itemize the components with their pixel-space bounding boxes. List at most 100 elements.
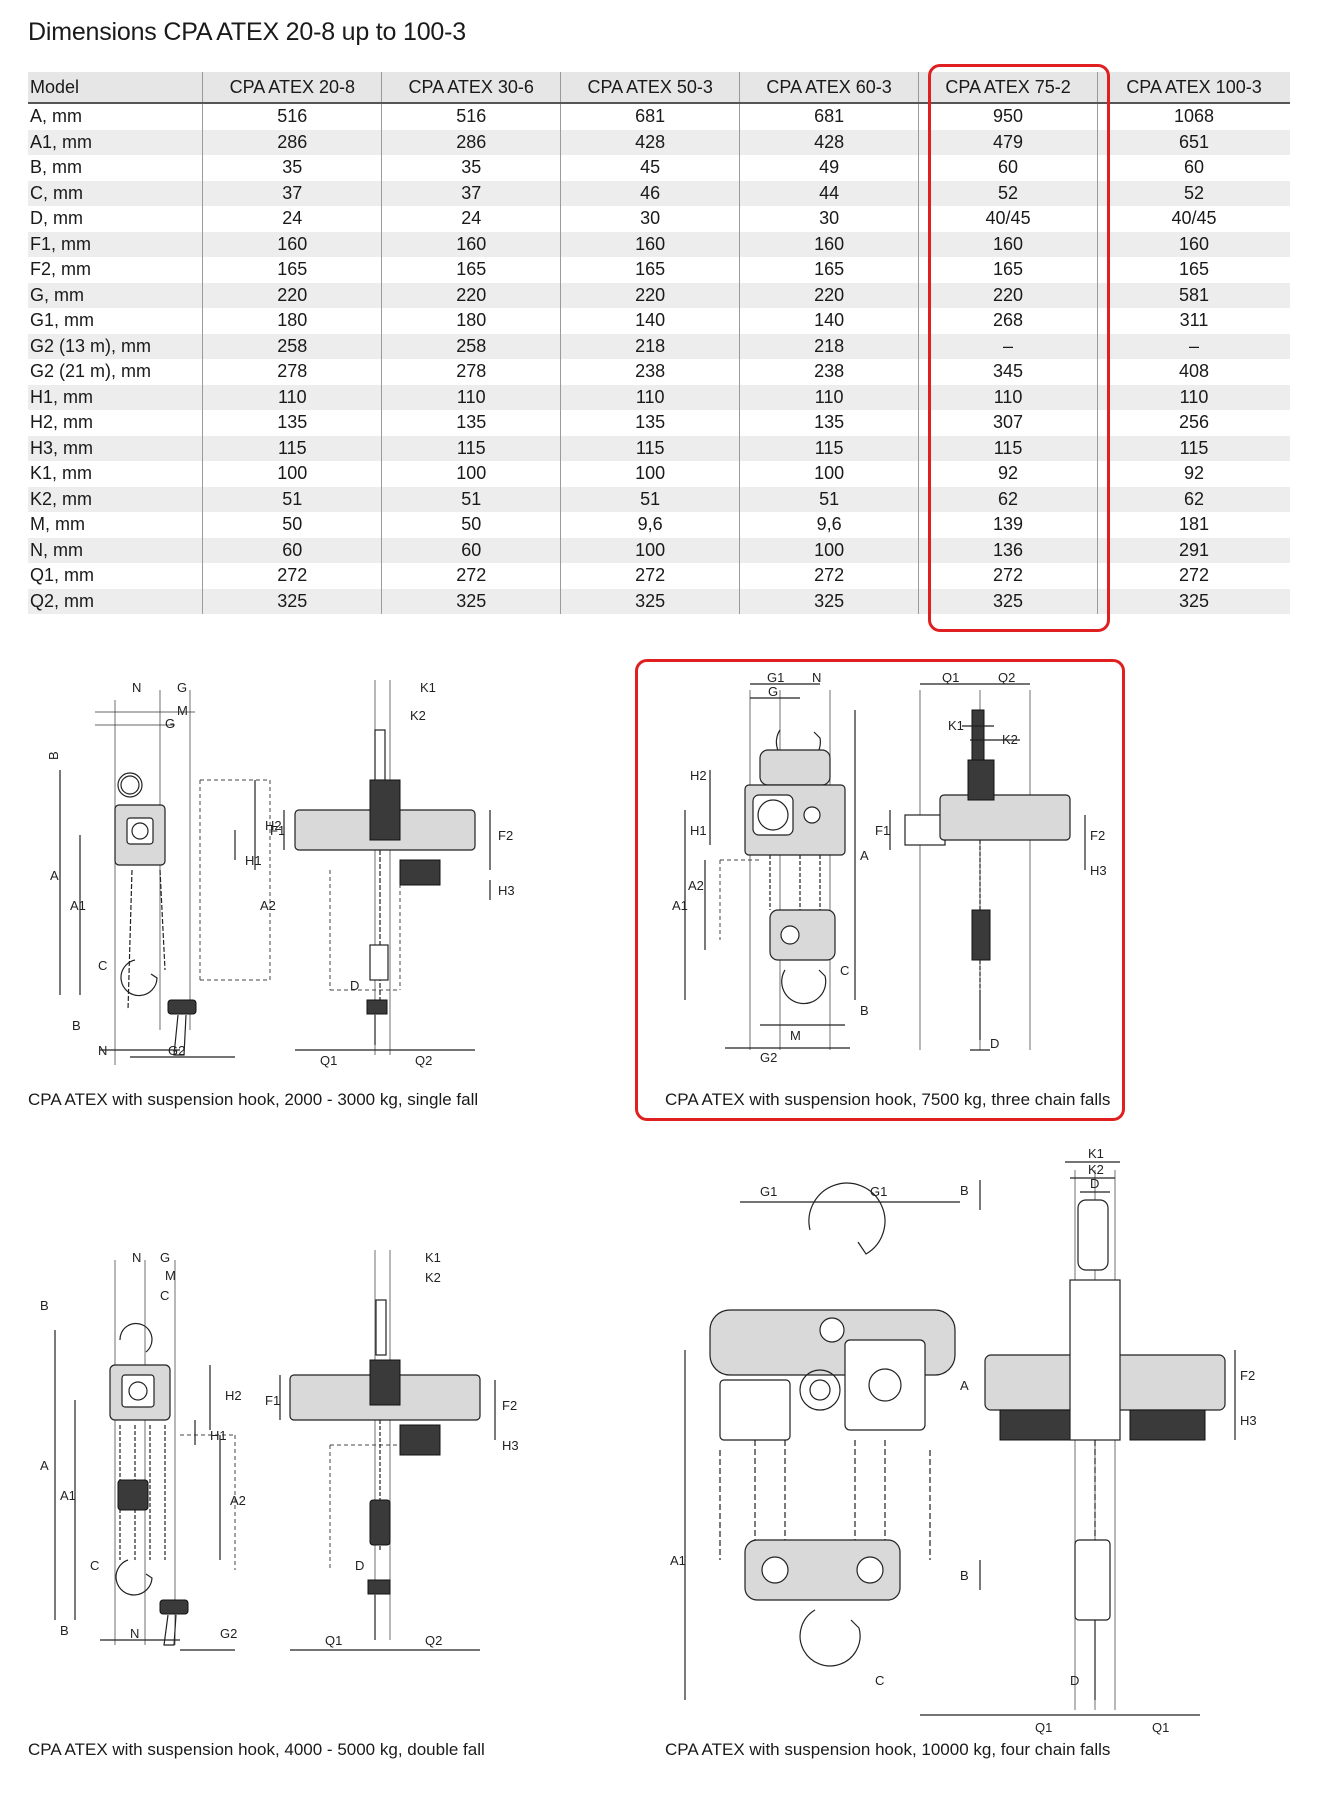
label-A2: A2 [230,1493,246,1508]
label-A1: A1 [70,898,86,913]
row-label: K2, mm [28,486,203,512]
row-label: F1, mm [28,231,203,257]
table-cell: 180 [202,308,382,334]
row-label: H3, mm [28,435,203,461]
table-cell: 291 [1097,537,1290,563]
caption-three-falls: CPA ATEX with suspension hook, 7500 kg, … [665,1090,1111,1109]
label-H3: H3 [498,883,515,898]
table-cell: 681 [739,103,919,130]
column-header: CPA ATEX 30-6 [381,72,561,103]
table-cell: 30 [560,206,740,232]
table-cell: 1068 [1097,103,1290,130]
label-H2: H2 [690,768,707,783]
table-cell: 165 [1097,257,1290,283]
highlight-drawing-7500kg [635,659,1125,1121]
row-label: K1, mm [30,463,93,484]
table-cell: 50 [381,512,561,538]
caption-four-falls: CPA ATEX with suspension hook, 10000 kg,… [665,1740,1111,1759]
table-cell: 100 [560,537,740,563]
table-cell: 115 [202,435,382,461]
table-cell: 516 [202,103,382,130]
label-F2: F2 [502,1398,517,1413]
label-A2: A2 [688,878,704,893]
label-B-top: B [960,1183,969,1198]
table-cell: 37 [202,180,382,206]
column-header-model: Model [28,72,203,103]
label-Q1: Q1 [942,670,959,685]
front-view: N G M G B A A1 C B H2 H1 A2 N G2 [46,680,282,1065]
label-N-bottom: N [130,1626,139,1641]
label-F2: F2 [498,828,513,843]
row-label: N, mm [28,537,203,563]
table-cell: 46 [560,180,740,206]
table-cell: 272 [202,563,382,589]
drawing-four-chain-falls: G1 G1 A1 C K1 K2 D B A F2 H3 B D Q1 Q1 [670,1146,1257,1735]
label-H2: H2 [265,818,282,833]
table-cell: 60 [381,537,561,563]
table-cell: 92 [918,461,1098,487]
table-cell: 258 [202,333,382,359]
label-A1: A1 [670,1553,686,1568]
label-F1: F1 [270,823,285,838]
label-K1: K1 [948,718,964,733]
table-cell: 272 [739,563,919,589]
table-cell: 272 [918,563,1098,589]
table-cell: 286 [381,129,561,155]
label-Q1: Q1 [325,1633,342,1648]
label-D: D [350,978,359,993]
label-G2-bottom: G2 [220,1626,237,1641]
label-M: M [790,1028,801,1043]
label-A: A [50,868,59,883]
table-cell: 516 [381,103,561,130]
table-cell: 110 [381,384,561,410]
label-A: A [40,1458,49,1473]
label-G1: G1 [767,670,784,685]
row-label: B, mm [30,157,82,178]
caption-single-fall: CPA ATEX with suspension hook, 2000 - 30… [28,1090,479,1109]
table-cell: 135 [560,410,740,436]
label-C-top: C [160,1288,169,1303]
table-cell: – [1097,333,1290,359]
table-cell: 180 [381,308,561,334]
table-cell: 135 [202,410,382,436]
table-cell: 278 [202,359,382,385]
table-cell: 136 [918,537,1098,563]
label-B-bottom: B [72,1018,81,1033]
table-cell: 51 [381,486,561,512]
table-cell: 135 [381,410,561,436]
table-cell: 115 [1097,435,1290,461]
label-B-bottom: B [960,1568,969,1583]
table-cell: 139 [918,512,1098,538]
table-cell: 160 [381,231,561,257]
row-label: D, mm [30,208,83,229]
label-C: C [875,1673,884,1688]
label-D-top: D [1090,1176,1099,1191]
drawing-three-chain-falls: G1 G N H2 H1 A2 A1 A C B M G2 Q1 Q2 K1 K… [672,670,1107,1065]
table-cell: 115 [381,435,561,461]
table-cell: 220 [202,282,382,308]
table-cell: 258 [381,333,561,359]
table-cell: 52 [1097,180,1290,206]
table-cell: 110 [560,384,740,410]
table-cell: 256 [1097,410,1290,436]
label-K2: K2 [1002,732,1018,747]
label-H1: H1 [245,853,262,868]
label-B: B [860,1003,869,1018]
table-cell: 140 [739,308,919,334]
table-cell: 49 [739,155,919,181]
table-cell: 165 [739,257,919,283]
drawing-single-fall: N G M G B A A1 C B H2 H1 A2 N G2 K1 K2 F… [46,680,515,1068]
table-cell: 272 [381,563,561,589]
table-cell: 479 [918,129,1098,155]
label-A1: A1 [60,1488,76,1503]
label-G2: G [165,716,175,731]
label-K1: K1 [1088,1146,1104,1161]
label-F1: F1 [875,823,890,838]
table-cell: 140 [560,308,740,334]
